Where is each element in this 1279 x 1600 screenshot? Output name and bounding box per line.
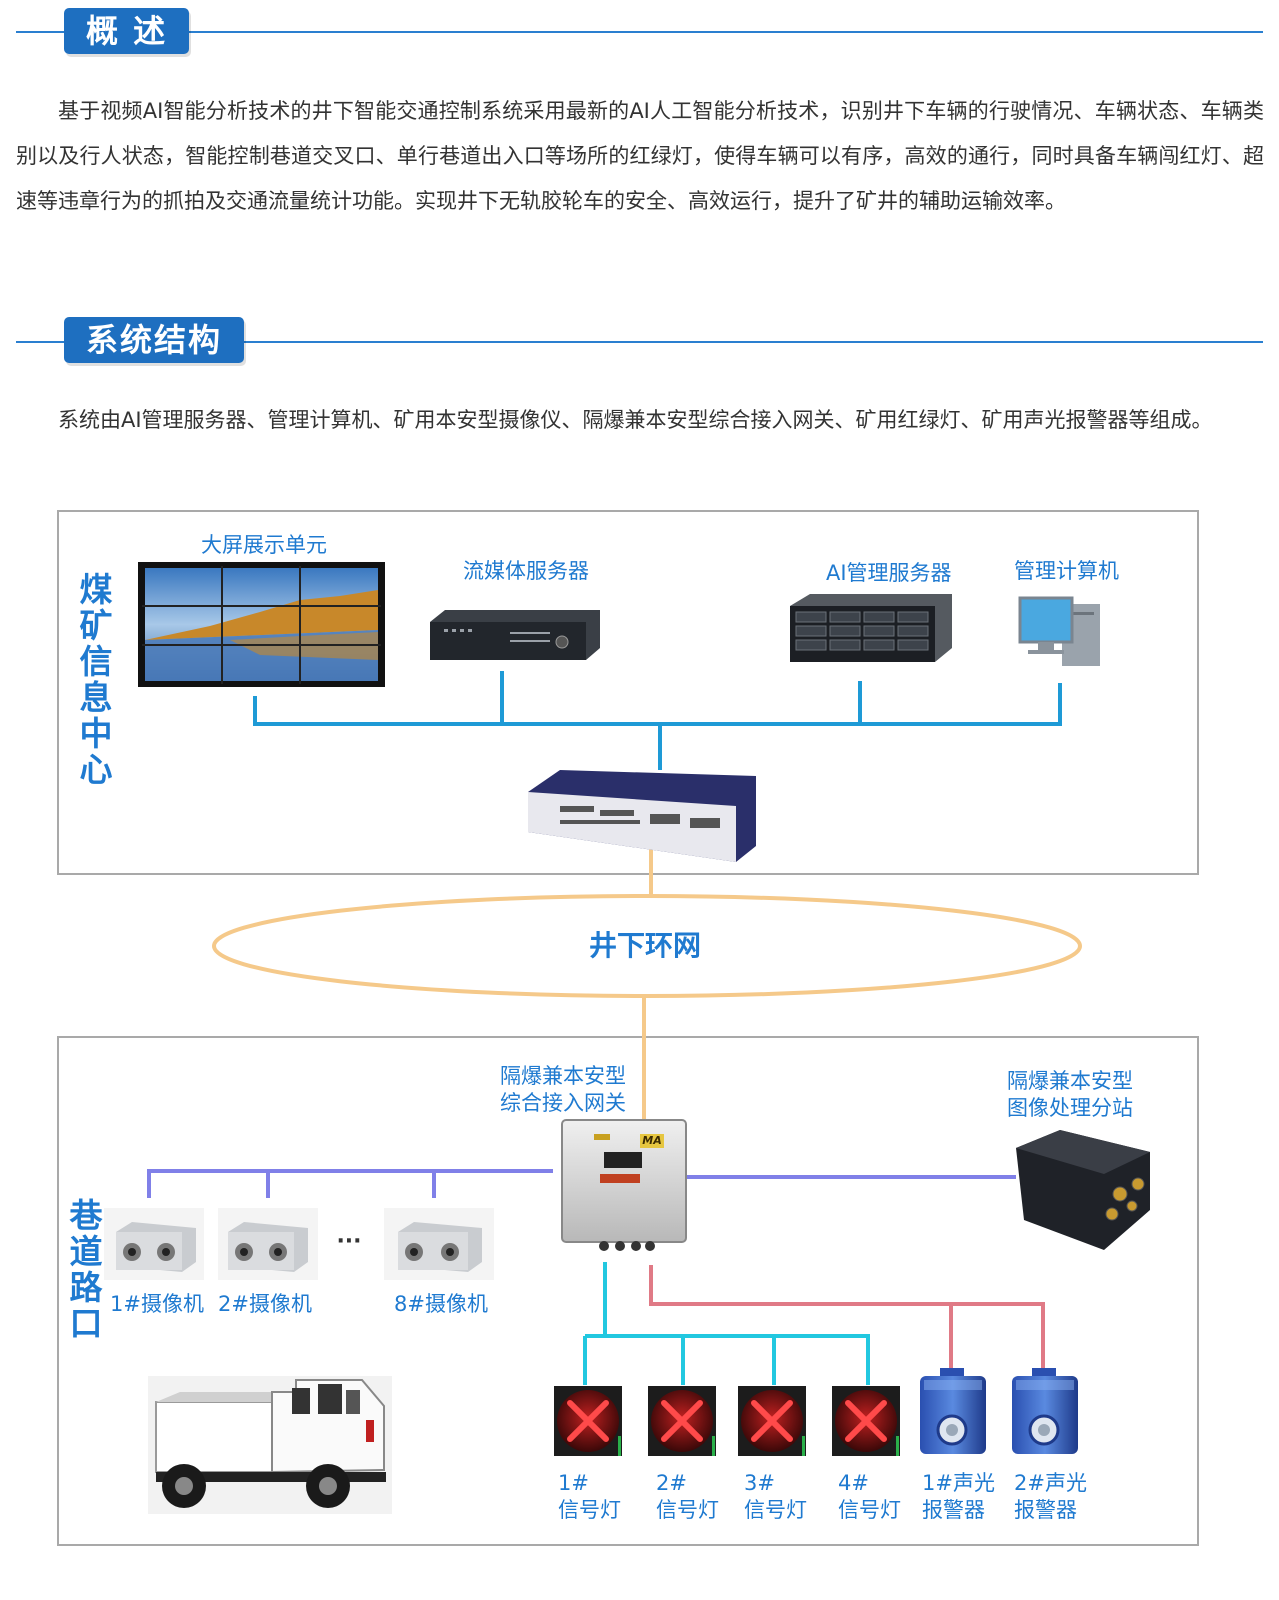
camera8-label: 8#摄像机 xyxy=(394,1292,488,1316)
signal2-label: 2# 信号灯 xyxy=(656,1471,719,1522)
ring-links xyxy=(642,848,653,1120)
alarm-devices xyxy=(920,1368,1078,1454)
alarm1-label: 1#声光 报警器 xyxy=(922,1471,995,1522)
alarm2-device xyxy=(1012,1368,1078,1454)
signal3-lamp xyxy=(738,1386,806,1456)
gateway-badge: MA xyxy=(642,1134,662,1147)
ai-server-device xyxy=(790,594,952,662)
alarm1-device xyxy=(920,1368,986,1454)
camera1-device xyxy=(104,1208,204,1280)
image-station-label: 隔爆兼本安型 图像处理分站 xyxy=(1007,1069,1133,1120)
top-network-lines xyxy=(253,671,1062,770)
streaming-server-device xyxy=(430,610,600,660)
signal-lines xyxy=(583,1262,870,1385)
video-wall xyxy=(138,562,385,687)
computer-device xyxy=(1018,596,1100,666)
camera2-label: 2#摄像机 xyxy=(218,1292,312,1316)
section1-rule xyxy=(16,31,1263,33)
mgmt-computer-label: 管理计算机 xyxy=(1014,559,1119,583)
alarm2-label: 2#声光 报警器 xyxy=(1014,1471,1087,1522)
ai-server-label: AI管理服务器 xyxy=(826,561,952,585)
signal-lamps xyxy=(554,1386,900,1456)
signal1-label: 1# 信号灯 xyxy=(558,1471,621,1522)
streaming-server-label: 流媒体服务器 xyxy=(463,559,589,583)
bottom-zone-label: 巷道路口 xyxy=(69,1196,103,1343)
section2-title: 系统结构 xyxy=(64,317,245,363)
big-screen-label: 大屏展示单元 xyxy=(201,533,327,557)
signal1-lamp xyxy=(554,1386,622,1456)
ring-network-ellipse xyxy=(212,894,1082,998)
core-switch-device xyxy=(528,770,756,862)
camera1-label: 1#摄像机 xyxy=(110,1292,204,1316)
section2-paragraph: 系统由AI管理服务器、管理计算机、矿用本安型摄像仪、隔爆兼本安型综合接入网关、矿… xyxy=(58,408,1213,432)
gateway-label: 隔爆兼本安型 综合接入网关 xyxy=(500,1064,626,1115)
camera-lines xyxy=(147,1169,1016,1198)
section2-rule xyxy=(16,341,1263,343)
camera8-device xyxy=(384,1208,494,1280)
camera-ellipsis: ··· xyxy=(336,1229,362,1254)
camera2-device xyxy=(218,1208,318,1280)
alarm-lines xyxy=(649,1265,1045,1368)
top-zone-box xyxy=(57,510,1199,875)
ring-network-label: 井下环网 xyxy=(588,929,701,962)
signal2-lamp xyxy=(648,1386,716,1456)
signal4-lamp xyxy=(832,1386,900,1456)
mining-vehicle xyxy=(148,1376,392,1514)
camera-devices xyxy=(104,1208,494,1280)
section1-paragraph: 基于视频AI智能分析技术的井下智能交通控制系统采用最新的AI人工智能分析技术，识… xyxy=(16,99,1264,213)
image-station-device xyxy=(1016,1130,1150,1250)
bottom-zone-box xyxy=(57,1036,1199,1546)
signal3-label: 3# 信号灯 xyxy=(744,1471,807,1522)
section1-title: 概 述 xyxy=(64,8,190,54)
gateway-device xyxy=(561,1119,687,1251)
signal4-label: 4# 信号灯 xyxy=(838,1471,901,1522)
top-zone-label: 煤矿信息中心 xyxy=(79,570,113,789)
